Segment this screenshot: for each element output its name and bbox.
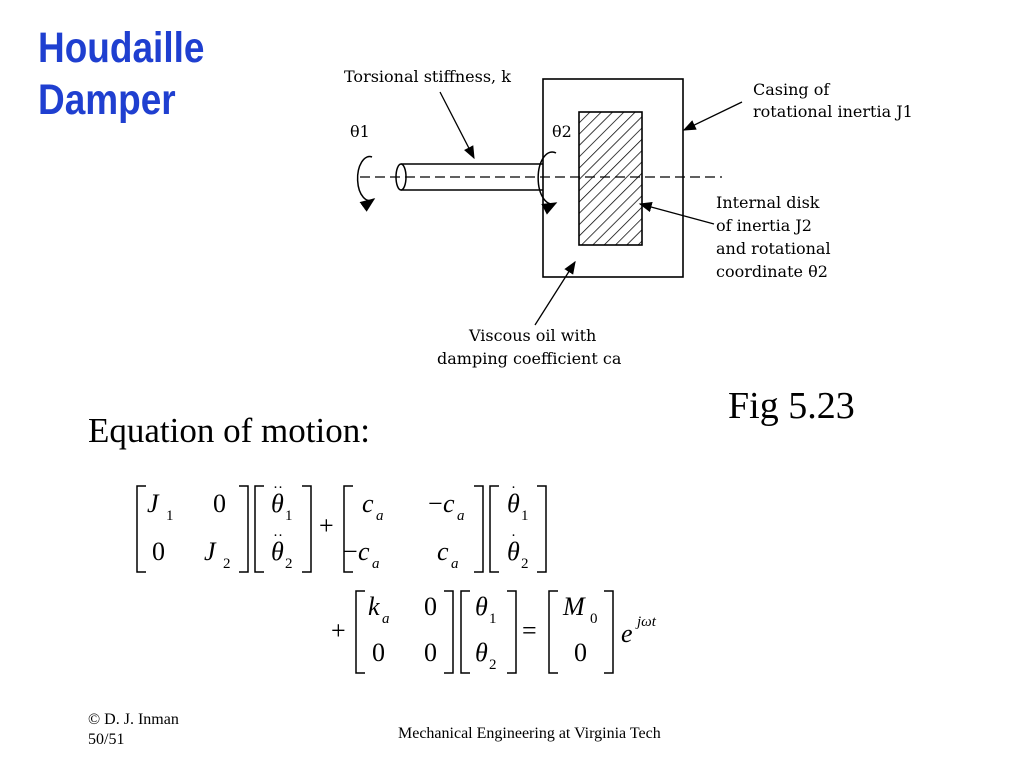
svg-text:jωt: jωt	[635, 614, 657, 630]
svg-text:1: 1	[489, 611, 497, 627]
svg-text:−: −	[428, 489, 443, 518]
svg-text:·: ·	[511, 528, 516, 544]
casing-rect	[542, 78, 684, 278]
disk-label-1: Internal disk	[716, 193, 820, 212]
svg-text:θ: θ	[271, 537, 284, 566]
footer-institution: Mechanical Engineering at Virginia Tech	[398, 725, 661, 742]
svg-text:2: 2	[521, 556, 529, 572]
svg-text:a: a	[457, 508, 465, 524]
svg-text:a: a	[376, 508, 384, 524]
svg-text:2: 2	[223, 556, 231, 572]
stiffness-leader	[439, 91, 475, 160]
svg-text:+: +	[331, 616, 346, 645]
svg-text:0: 0	[574, 638, 587, 667]
damper-figure: Torsional stiffness, k θ1 θ2 Casing of r…	[344, 67, 913, 368]
footer-left: © D. J. Inman 50/51	[88, 710, 179, 750]
svg-text:θ: θ	[475, 638, 488, 667]
svg-text:0: 0	[372, 638, 385, 667]
svg-text:0: 0	[424, 638, 437, 667]
svg-text:θ: θ	[271, 489, 284, 518]
svg-text:1: 1	[521, 508, 529, 524]
disk-leader	[638, 202, 715, 225]
casing-leader	[682, 101, 743, 131]
page-number: 50/51	[88, 731, 125, 748]
svg-text:θ: θ	[507, 489, 520, 518]
svg-text:0: 0	[590, 611, 598, 627]
equation-label: Equation of motion:	[88, 411, 370, 450]
svg-text:a: a	[451, 556, 459, 572]
svg-text:0: 0	[152, 537, 165, 566]
svg-text:+: +	[319, 511, 334, 540]
svg-text:M: M	[562, 592, 586, 621]
svg-text:2: 2	[285, 556, 293, 572]
svg-text:c: c	[437, 537, 449, 566]
theta1-label: θ1	[350, 122, 370, 141]
oil-leader	[534, 260, 576, 326]
svg-text:c: c	[362, 489, 374, 518]
oil-label-1: Viscous oil with	[468, 326, 596, 345]
copyright-text: © D. J. Inman	[88, 711, 179, 728]
svg-text:−: −	[343, 537, 358, 566]
svg-text:θ: θ	[507, 537, 520, 566]
svg-text:k: k	[368, 592, 380, 621]
internal-disk	[578, 111, 643, 246]
casing-label-1: Casing of	[753, 80, 830, 99]
svg-text:J: J	[147, 489, 160, 518]
title-line-1: Houdaille	[38, 24, 205, 72]
svg-text:c: c	[443, 489, 455, 518]
stiffness-label: Torsional stiffness, k	[344, 67, 511, 86]
disk-label-3: and rotational	[716, 239, 831, 258]
svg-text:··: ··	[273, 480, 283, 496]
svg-text:c: c	[358, 537, 370, 566]
slide-title: Houdaille Damper	[38, 22, 204, 126]
theta1-rotation-arrow	[356, 155, 376, 212]
svg-text:e: e	[621, 619, 633, 648]
theta2-label: θ2	[552, 122, 572, 141]
svg-text:·: ·	[511, 480, 516, 496]
svg-text:1: 1	[166, 508, 174, 524]
title-line-2: Damper	[38, 76, 176, 124]
theta2-rotation-arrow	[537, 151, 558, 215]
disk-label-4: coordinate θ2	[716, 262, 828, 281]
svg-text:a: a	[372, 556, 380, 572]
casing-label-2: rotational inertia J1	[753, 102, 913, 121]
figure-reference: Fig 5.23	[728, 385, 855, 427]
svg-text:θ: θ	[475, 592, 488, 621]
disk-label-2: of inertia J2	[716, 216, 812, 235]
svg-text:=: =	[522, 616, 537, 645]
svg-text:1: 1	[285, 508, 293, 524]
svg-text:0: 0	[424, 592, 437, 621]
svg-text:a: a	[382, 611, 390, 627]
oil-label-2: damping coefficient ca	[437, 349, 622, 368]
svg-text:··: ··	[273, 528, 283, 544]
svg-text:0: 0	[213, 489, 226, 518]
svg-text:2: 2	[489, 657, 497, 673]
svg-text:J: J	[204, 537, 217, 566]
